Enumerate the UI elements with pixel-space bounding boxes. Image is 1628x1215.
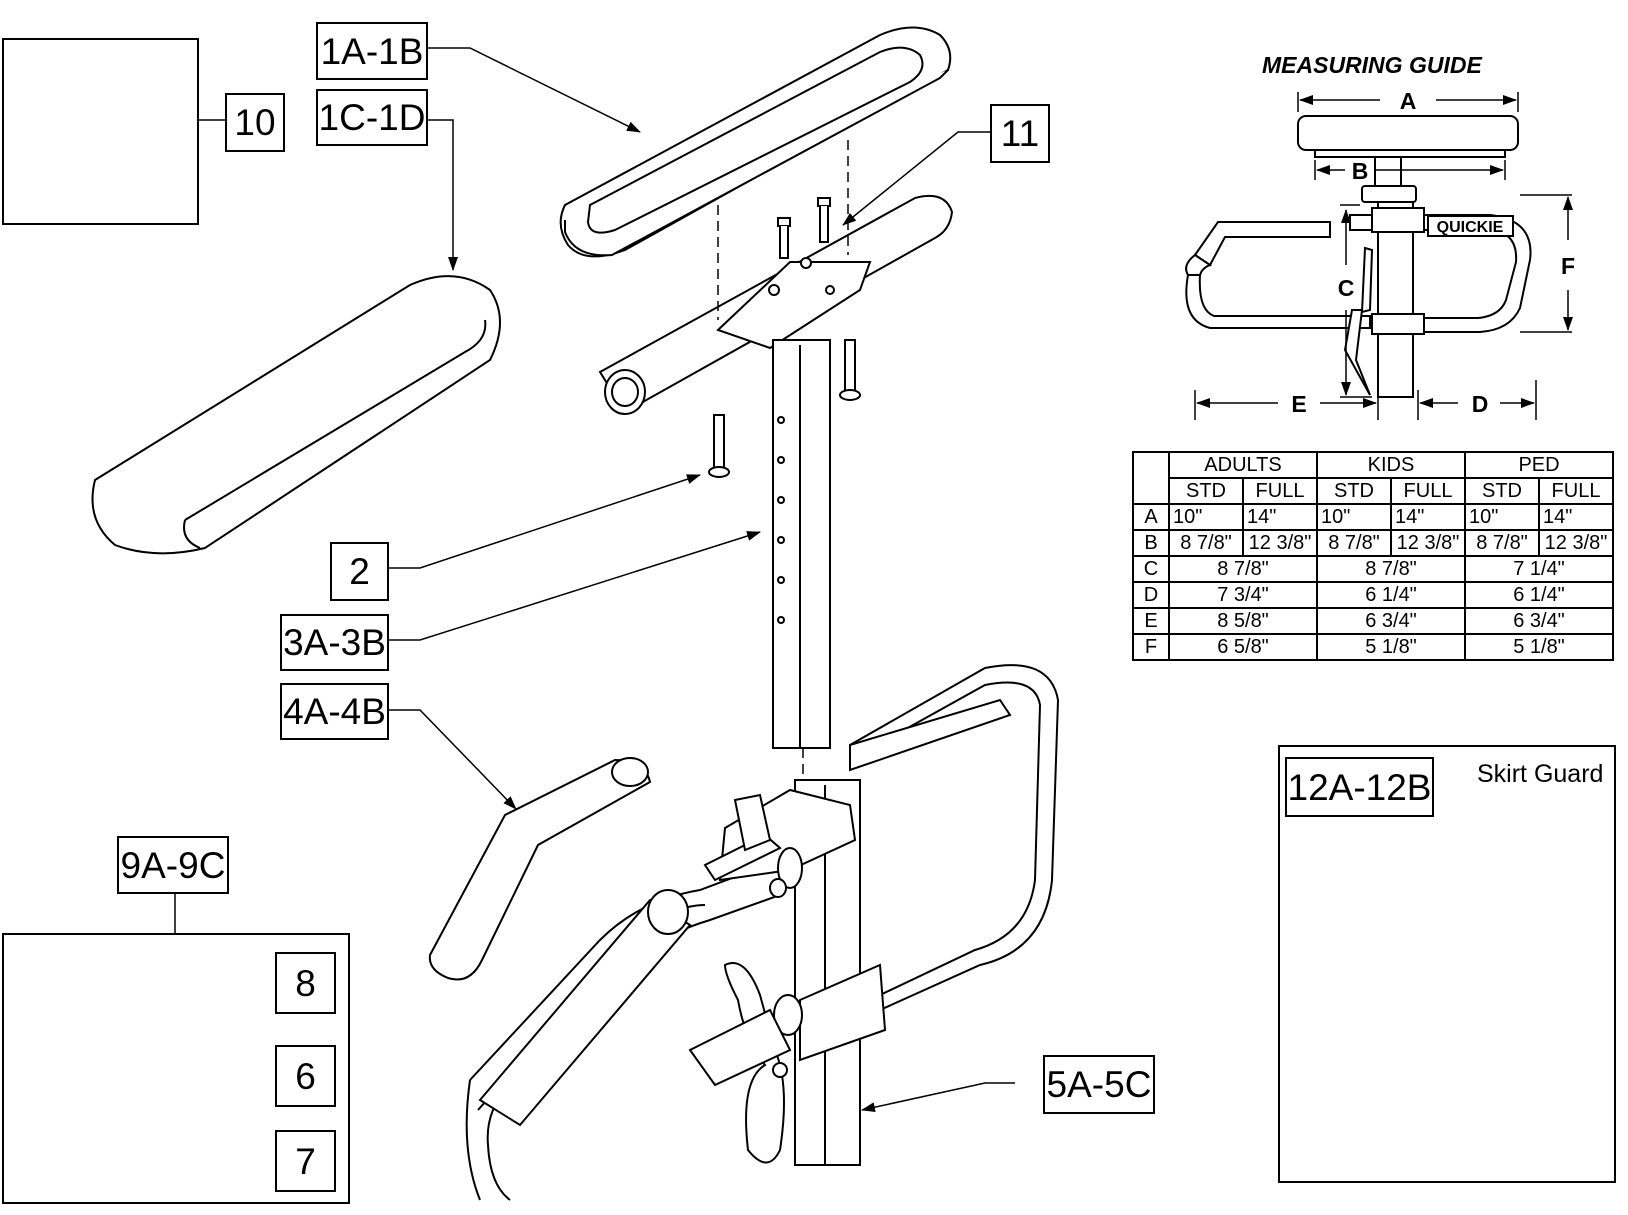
quickie-logo: QUICKIE (1437, 219, 1504, 236)
skirt-guard-label: Skirt Guard (1477, 760, 1604, 788)
table-cell: 8 7/8" (1464, 529, 1540, 557)
callout-5a-5c: 5A-5C (1043, 1055, 1155, 1114)
dim-letter-a: A (1400, 88, 1417, 114)
table-cell: 14" (1390, 503, 1466, 531)
table-cell: 14" (1242, 503, 1318, 531)
table-cell: 8 7/8" (1168, 555, 1318, 583)
inset-panel-12 (1278, 745, 1616, 1183)
part-1c-armpad (91, 275, 501, 555)
table-subheader-row: STD FULL STD FULL STD FULL (1133, 477, 1614, 505)
callout-7: 7 (275, 1130, 336, 1192)
dim-letter-f: F (1561, 253, 1575, 279)
table-cell: 6 3/4" (1464, 607, 1614, 635)
table-cell: 6 5/8" (1168, 633, 1318, 661)
callout-8: 8 (275, 952, 336, 1014)
row-label: B (1132, 529, 1170, 557)
inset-panel-10 (2, 38, 199, 225)
subheader-cell: STD (1464, 477, 1540, 505)
table-cell: 10" (1168, 503, 1244, 531)
subheader-cell: STD (1168, 477, 1244, 505)
measuring-guide-table: ADULTS KIDS PED STD FULL STD FULL STD FU… (1132, 451, 1614, 661)
table-cell: 8 7/8" (1316, 555, 1466, 583)
table-header-row: ADULTS KIDS PED (1132, 451, 1614, 505)
callout-9a-9c: 9A-9C (117, 836, 229, 894)
part-1a-armpad (559, 26, 952, 258)
callout-12a-12b: 12A-12B (1285, 757, 1434, 817)
row-label: E (1132, 607, 1170, 635)
group-header-kids: KIDS (1316, 451, 1466, 479)
dim-letter-c: C (1338, 275, 1355, 301)
callout-4a-4b: 4A-4B (280, 683, 389, 740)
measuring-dimension-lines (1194, 92, 1573, 420)
group-header-ped: PED (1464, 451, 1614, 479)
subheader-cell: FULL (1242, 477, 1318, 505)
table-cell: 7 3/4" (1168, 581, 1318, 609)
table-cell: 14" (1538, 503, 1614, 531)
table-cell: 6 3/4" (1316, 607, 1466, 635)
table-cell: 12 3/8" (1242, 529, 1318, 557)
table-row: E 8 5/8" 6 3/4" 6 3/4" (1132, 607, 1614, 635)
callout-3a-3b: 3A-3B (280, 614, 389, 671)
part-4a-grip (428, 757, 652, 981)
callout-6: 6 (275, 1045, 336, 1107)
dim-letter-e: E (1291, 391, 1306, 417)
dimension-letters: A B C D E F (1291, 88, 1575, 417)
table-row: A 10" 14" 10" 14" 10" 14" (1132, 503, 1614, 531)
callout-11: 11 (990, 104, 1050, 163)
table-cell: 5 1/8" (1464, 633, 1614, 661)
part-11-screws (777, 197, 831, 259)
row-label: F (1132, 633, 1170, 661)
armrest-tube (598, 194, 954, 749)
row-label: D (1132, 581, 1170, 609)
subheader-cell: FULL (1390, 477, 1466, 505)
callout-1c-1d: 1C-1D (316, 89, 428, 146)
part-5a-frame (465, 664, 1060, 1201)
callout-10: 10 (225, 93, 285, 152)
table-cell: 12 3/8" (1390, 529, 1466, 557)
table-row: C 8 7/8" 8 7/8" 7 1/4" (1132, 555, 1614, 583)
table-cell: 8 7/8" (1316, 529, 1392, 557)
row-label: C (1132, 555, 1170, 583)
dim-letter-b: B (1352, 158, 1369, 184)
table-row: B 8 7/8" 12 3/8" 8 7/8" 12 3/8" 8 7/8" 1… (1132, 529, 1614, 557)
table-cell: 6 1/4" (1316, 581, 1466, 609)
callout-1a-1b: 1A-1B (316, 22, 428, 80)
measuring-guide-illustration (1185, 115, 1532, 398)
part-2-screws (708, 339, 861, 478)
table-corner-cell (1132, 451, 1170, 505)
measuring-guide-title: MEASURING GUIDE (1262, 52, 1482, 78)
table-cell: 5 1/8" (1316, 633, 1466, 661)
table-cell: 10" (1316, 503, 1392, 531)
group-header-adults: ADULTS (1168, 451, 1318, 479)
subheader-cell: STD (1316, 477, 1392, 505)
table-row: D 7 3/4" 6 1/4" 6 1/4" (1132, 581, 1614, 609)
row-label: A (1132, 503, 1170, 531)
table-cell: 8 5/8" (1168, 607, 1318, 635)
table-cell: 7 1/4" (1464, 555, 1614, 583)
callout-2: 2 (330, 542, 389, 601)
dim-letter-d: D (1472, 391, 1489, 417)
subheader-cell: FULL (1538, 477, 1614, 505)
table-cell: 6 1/4" (1464, 581, 1614, 609)
table-cell: 10" (1464, 503, 1540, 531)
table-row: F 6 5/8" 5 1/8" 5 1/8" (1132, 633, 1614, 661)
table-cell: 8 7/8" (1168, 529, 1244, 557)
table-cell: 12 3/8" (1538, 529, 1614, 557)
